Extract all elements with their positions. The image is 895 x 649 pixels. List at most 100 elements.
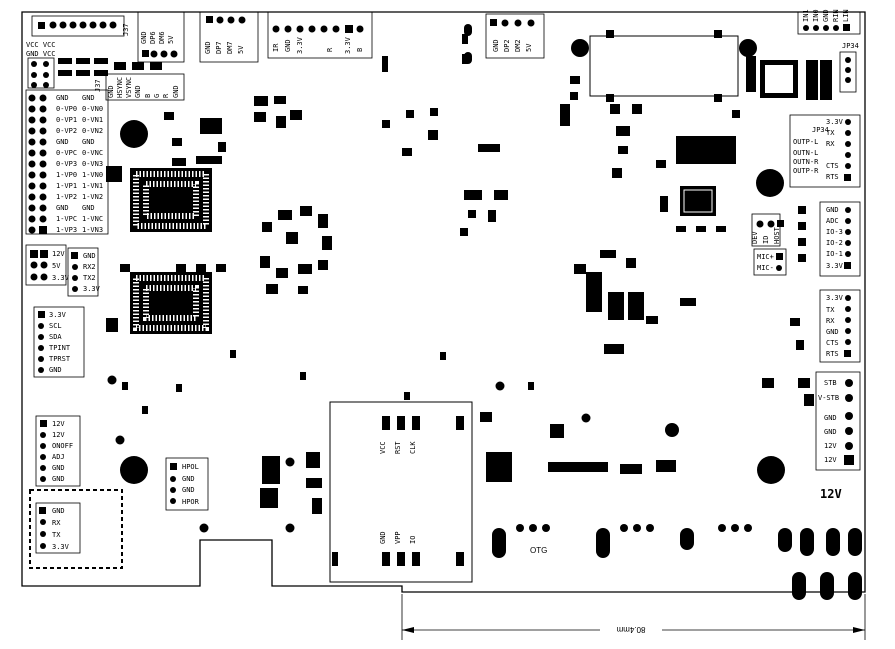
vcc-header: VCC VCC GND VCC [26,41,56,89]
pin-label-io-header-4: IO-1 [826,250,843,258]
pin-label-vga-pins-5: G [153,94,161,98]
power-input-label: 12V [820,487,842,501]
j37-header: J37 [31,15,130,37]
pin-label-lvds-left-11: 1-VPC [56,215,77,223]
pin-label-top-headers-h2-pins-0: GND [204,41,212,54]
smd-ring [260,206,332,294]
pin-label-vga-pins-6: R [162,93,170,98]
pin-label-lvds-left-5: 0-VPC [56,149,77,157]
pin-label-lvds-right-11: 1-VNC [82,215,103,223]
pin-label-top-headers-h5-pins-0: IN1 [802,9,810,22]
pin-label-top-headers-h3-pins-5: B [356,48,364,52]
pin-label-lvds-left-9: 1-VP2 [56,193,77,201]
pin-label-top-headers-h5-pins-2: GND [822,9,830,22]
pin-label-uart-left-2: TX2 [83,274,96,282]
uart-header-right: 3.3V TX RX GND CTS RTS [819,289,861,363]
pin-label-top-headers-h1-pins-0: GND [140,31,148,44]
pin-label-power-header-1: 12V [52,431,65,439]
lvds-header: GND 0-VP0 0-VP1 0-VP2 GND 0-VPC 0-VP3 1-… [25,89,109,235]
pin-label-mic-labels-1: MIC- [757,264,774,272]
pin-label-i2c-header-5: GND [49,366,62,374]
pin-label-sim-top-0: VCC [379,441,387,454]
mic-header: MIC+ MIC- [753,248,787,276]
pin-label-io-header-0: GND [826,206,839,214]
pin-label-vga-pins-0: GND [107,85,115,98]
pin-label-sim-top-1: RST [394,441,402,454]
pin-label-top-headers-h4-pins-2: DM2 [514,39,522,52]
pin-label-dev-labels-0: DEV [751,231,759,244]
pin-label-uart-left-3: 3.3V [83,285,101,293]
pin-label-uart-bottom-3: 3.3V [52,543,70,551]
vcc-label-1: VCC VCC [26,41,56,49]
pin-label-lvds-right-4: GND [82,138,95,146]
pin-label-top-headers-h3-pins-3: R [326,47,334,52]
pin-label-lvds-left-3: 0-VP2 [56,127,77,135]
pin-label-power-small-2: 3.3V [52,274,70,282]
usb-mode-jumper: DEV ID HOST [751,213,784,247]
power-header-small: 12V 5V 3.3V [25,244,70,286]
pin-label-top-headers-h1-pins-2: DM6 [158,31,166,44]
pin-label-sim-bottom-1: VPP [394,531,402,544]
smd-components [106,34,832,514]
pin-label-top-headers-h4-pins-0: GND [492,39,500,52]
pin-label-dev-labels-2: HOST [773,226,781,244]
pin-label-uart-right-2: RX [826,317,835,325]
pin-label-top-headers-h2-pins-2: DM7 [226,41,234,54]
resistor-bank-top [58,58,162,76]
through-hole-pads [107,24,862,600]
pin-label-power-small-0: 12V [52,250,65,258]
pin-label-lvds-right-0: GND [82,94,95,102]
pin-label-lvds-left-10: GND [56,204,69,212]
pin-label-top-headers-h5-pins-3: RIN [832,9,840,22]
pin-label-lvds-left-2: 0-VP1 [56,116,77,124]
otg-label: OTG [530,546,547,555]
pin-label-top-headers-h3-pins-4: 3.3V [344,36,352,54]
pin-label-audio-header-7: CTS [826,162,839,170]
pin-label-lvds-right-7: 1-VN0 [82,171,103,179]
pin-label-power-header-3: ADJ [52,453,65,461]
pin-label-power-header-5: GND [52,475,65,483]
pin-label-audio-header-8: RTS [826,173,839,181]
headphone-header: HPOL GND GND HPOR [165,457,209,511]
pin-label-top-headers-h5-pins-4: LIN [842,9,850,22]
bga-chip-2 [130,272,212,334]
touch-header: 3.3V SCL SDA TPINT TPRST GND [33,306,85,378]
pin-label-lvds-right-12: 1-VN3 [82,226,103,234]
vga-header: GND HSYNC VSYNC GND B G R GND J37 [94,73,185,101]
pin-label-sim-top-2: CLK [409,441,417,454]
pin-label-lvds-right-5: 0-VNC [82,149,103,157]
pin-label-hp-header-1: GND [182,475,195,483]
uart-header-left: GND RX2 TX2 3.3V [67,247,101,297]
bga-chip-1 [130,168,212,232]
pin-label-power-small-1: 5V [52,262,61,270]
mounting-hole-tl [120,120,148,148]
pin-label-stb-header-4: 12V [824,442,837,450]
flat-chip-power [586,272,644,320]
pin-label-lvds-left-6: 0-VP3 [56,160,77,168]
usb-header-dp2: GND DP2 DM2 5V [485,13,545,59]
pin-label-uart-bottom-0: GND [52,507,65,515]
qfp-chip-top [760,60,798,98]
audio-uart-header: JP34 3.3V TX RX OUTP-L OUTN-L OUTN-R OUT… [789,114,861,188]
pin-label-vga-pins-3: GND [134,85,142,98]
pin-label-headers-jp34b-label: JP34 [812,126,829,134]
pin-label-hp-header-2: GND [182,486,195,494]
pin-label-lvds-right-9: 1-VN2 [82,193,103,201]
pin-label-lvds-left-4: GND [56,138,69,146]
pin-label-uart-right-4: CTS [826,339,839,347]
pin-label-uart-bottom-2: TX [52,531,61,539]
sim-card-slot: VCC RST CLK GND VPP IO [329,401,473,583]
pin-label-top-headers-h2-pins-1: DP7 [215,41,223,54]
pin-label-lvds-left-8: 1-VP1 [56,182,77,190]
pin-label-power-header-0: 12V [52,420,65,428]
pin-label-i2c-header-3: TPINT [49,344,71,352]
pin-label-lvds-left-12: 1-VP3 [56,226,77,234]
pin-label-stb-header-5: 12V [824,456,837,464]
dimension-line: 80.4mm [401,594,866,640]
pin-label-hp-header-3: HPOR [182,498,200,506]
pin-label-audio-header-1: TX [826,129,835,137]
pin-label-uart-right-0: 3.3V [826,294,844,302]
qfp-chip-center [680,186,716,216]
pin-label-stb-header-3: GND [824,428,837,436]
